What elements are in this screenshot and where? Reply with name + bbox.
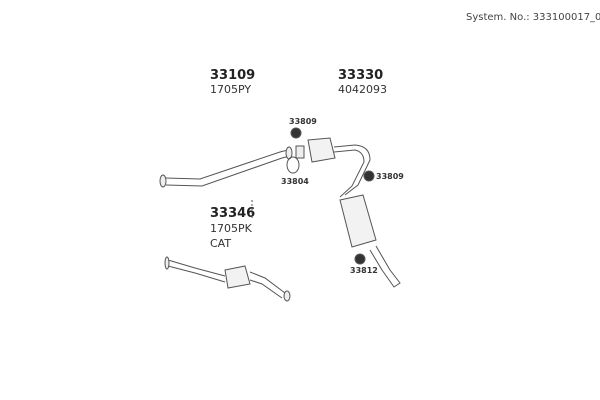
small-part-33812[interactable]: 33812	[350, 266, 378, 275]
front-pipe-drawing[interactable]	[159, 146, 293, 188]
part-ref-catalyst: 1705PK	[210, 222, 252, 235]
system-number: System. No.: 333100017_01	[466, 12, 600, 23]
catalyst-pipe-drawing[interactable]	[164, 256, 291, 302]
part-number-front-pipe[interactable]: 33109	[210, 68, 256, 83]
small-part-33809-b[interactable]: 33809	[376, 172, 404, 181]
part-ref-muffler: 4042093	[338, 83, 387, 96]
small-part-33809-a[interactable]: 33809	[289, 117, 317, 126]
part-ref-front-pipe: 1705PY	[210, 83, 252, 96]
part-number-muffler[interactable]: 33330	[338, 68, 384, 83]
small-part-33804[interactable]: 33804	[281, 177, 309, 186]
part-note-catalyst: CAT	[210, 237, 232, 250]
rubber-mount-icon	[363, 170, 375, 182]
part-number-catalyst[interactable]: 33346	[210, 206, 256, 221]
muffler-assembly-drawing[interactable]	[295, 137, 401, 288]
gasket-ring-icon	[286, 156, 300, 174]
rubber-mount-icon	[290, 127, 302, 139]
rubber-mount-icon	[354, 253, 366, 265]
